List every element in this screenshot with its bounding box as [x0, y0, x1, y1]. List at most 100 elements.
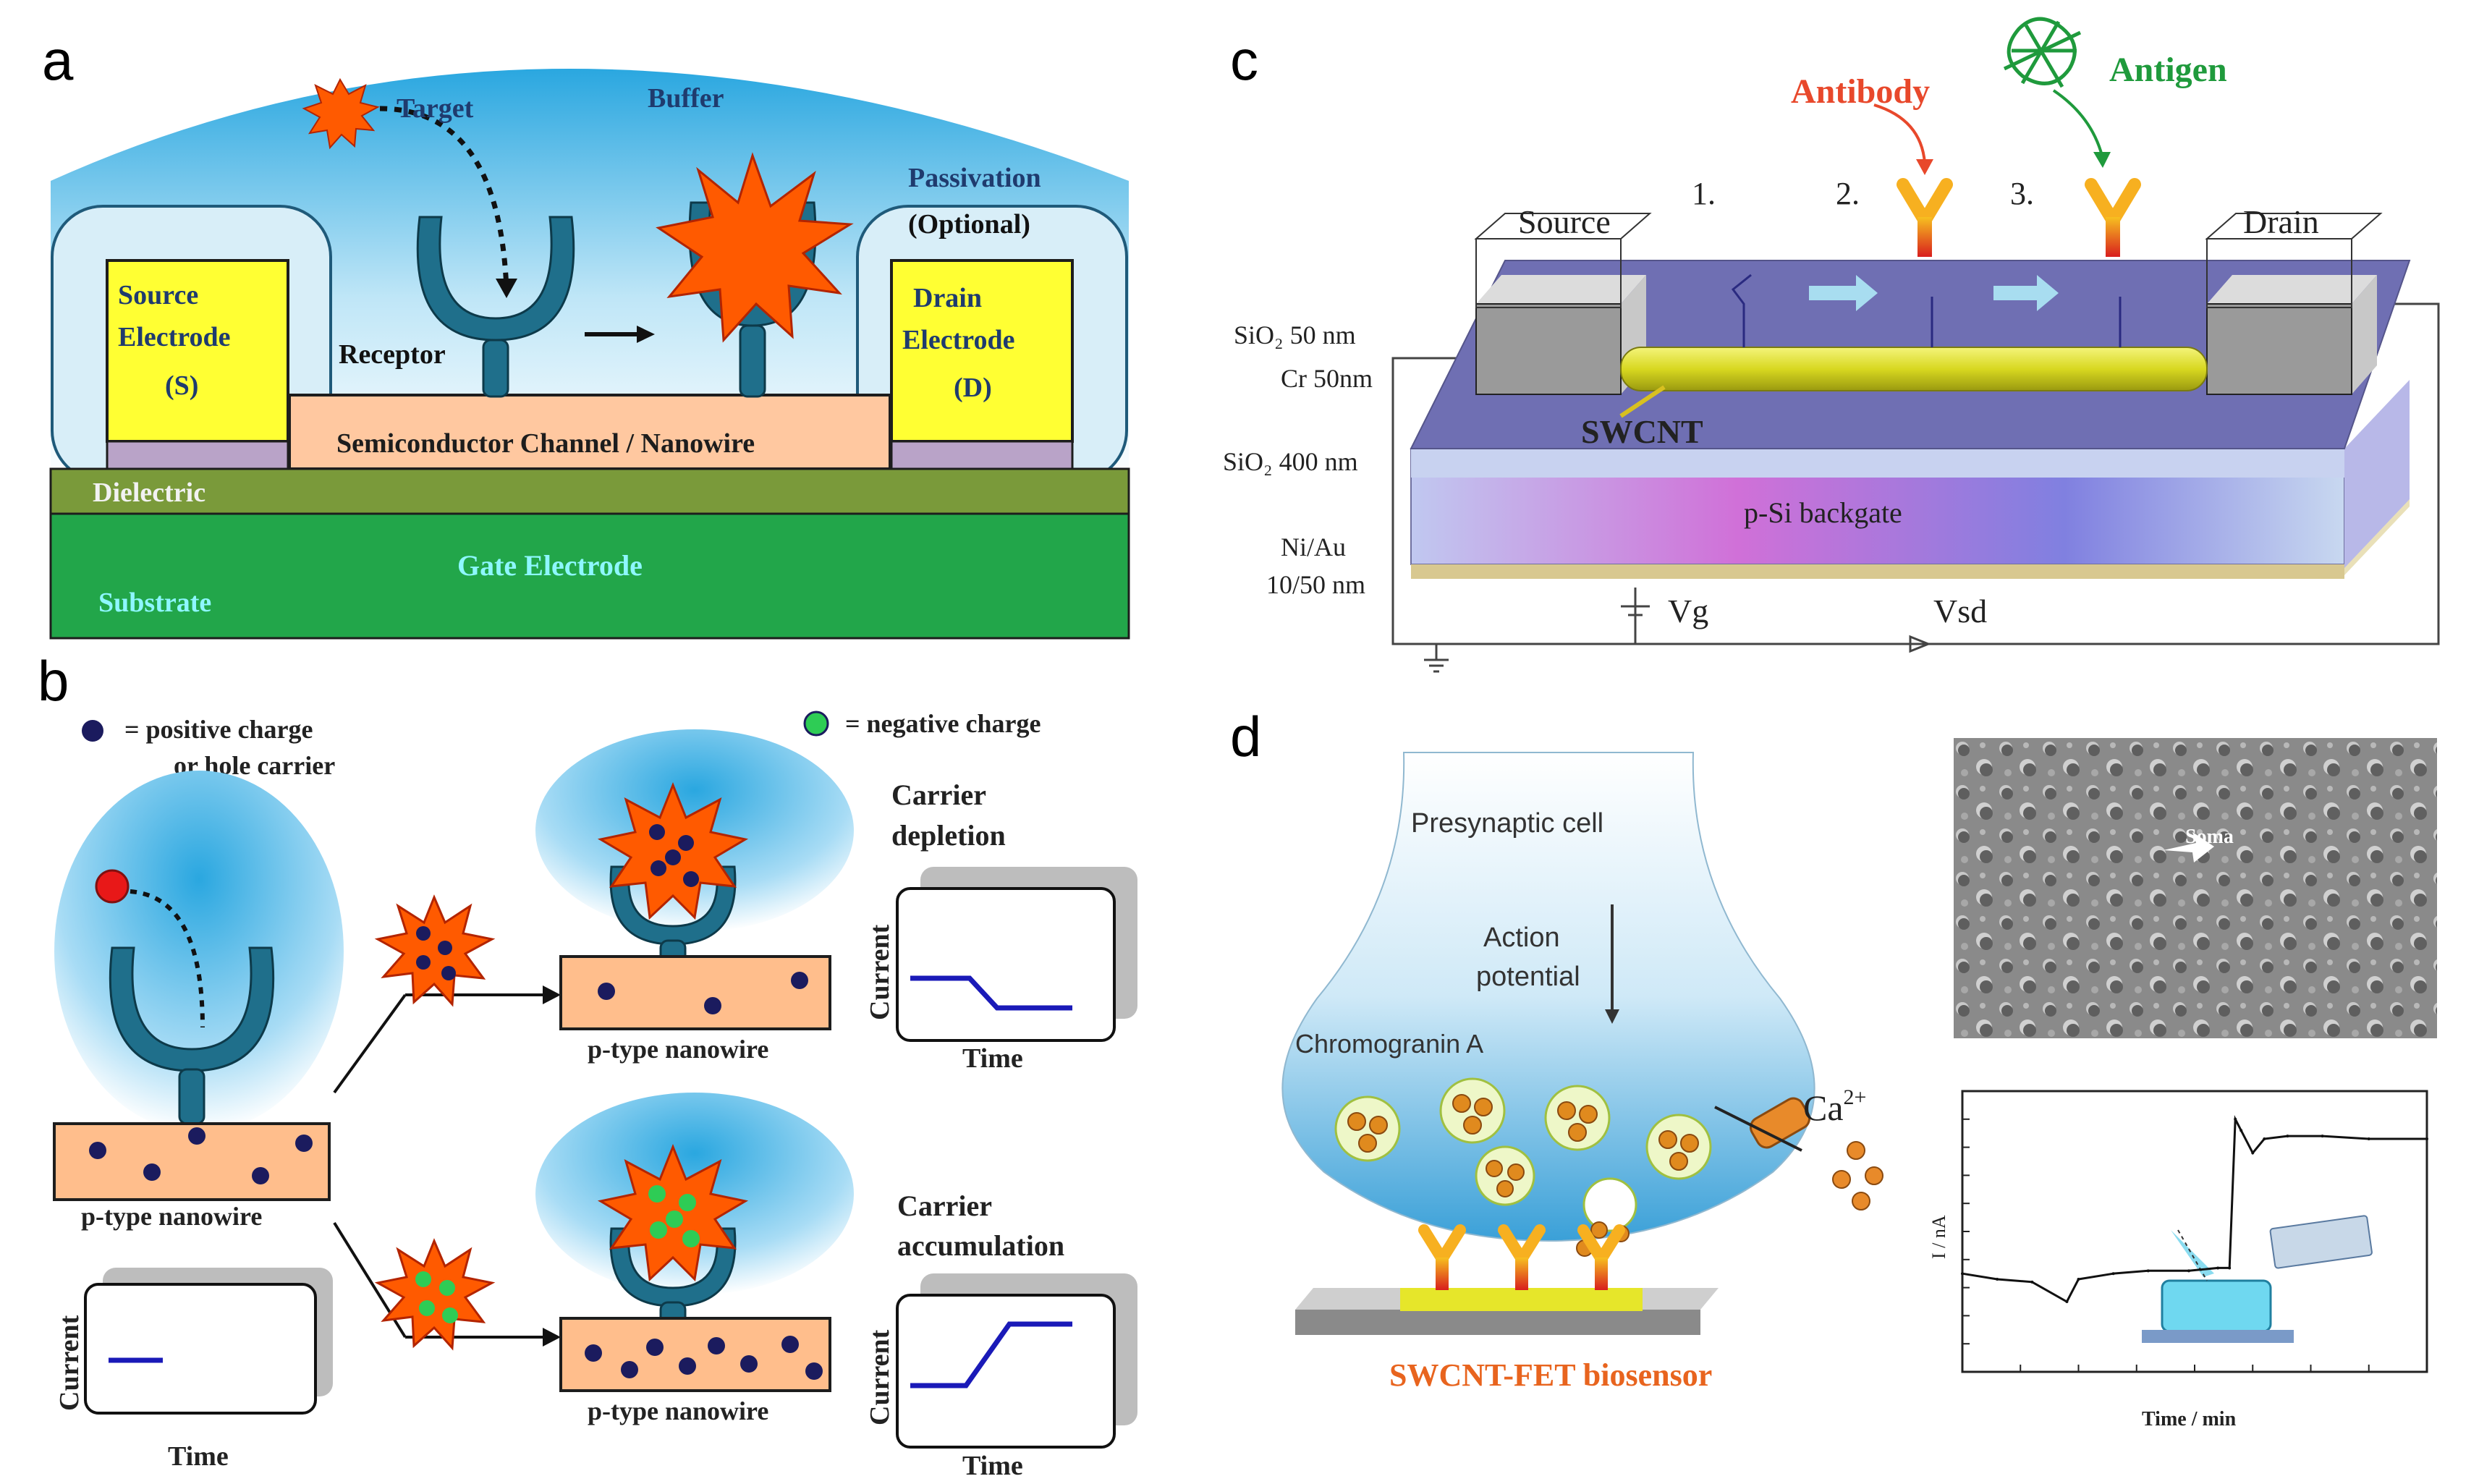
- negative-charge-icon: [803, 711, 829, 737]
- accumulation-time-label: Time: [962, 1451, 1023, 1481]
- dielectric-label: Dielectric: [93, 478, 205, 508]
- antigen-icon: [2003, 17, 2082, 88]
- action-potential-head: [1605, 1009, 1619, 1024]
- chart-point: [2187, 1269, 2190, 1273]
- accumulation-nanowire: [559, 1317, 831, 1392]
- chart-point: [2111, 1272, 2115, 1276]
- lower-arrowhead: [543, 1328, 561, 1347]
- chart-point: [2367, 1137, 2370, 1140]
- drain-symbol: (D): [954, 373, 992, 403]
- source-symbol: (S): [165, 370, 198, 401]
- antigen-pointer-head: [2093, 152, 2111, 168]
- depletion-current-label: Current: [865, 924, 895, 1020]
- reaction-arrowhead: [637, 326, 655, 343]
- left-nanowire-label: p-type nanowire: [81, 1202, 262, 1231]
- swcnt-tube: [1620, 347, 2208, 391]
- receptor-label: Receptor: [339, 339, 446, 370]
- antibody-icon-1: [1897, 178, 1953, 257]
- source-electrode-label: Electrode: [118, 322, 230, 352]
- circuit-wire: [1391, 302, 2440, 645]
- panel-d-letter: d: [1230, 705, 1261, 768]
- left-current-label: Current: [54, 1315, 85, 1411]
- antibody-pointer-head: [1916, 159, 1933, 175]
- chart-point: [2251, 1151, 2255, 1155]
- drain-electrode: [890, 259, 1074, 443]
- chart-point: [2321, 1135, 2324, 1138]
- step-arrow-2: [1993, 275, 2059, 311]
- panel-c-letter: c: [1230, 28, 1258, 92]
- linker-molecules: [1731, 274, 2122, 347]
- upper-branch-line: [333, 993, 407, 1094]
- antibody-icon-2: [2085, 178, 2141, 257]
- left-receptor-icon: [109, 946, 275, 1125]
- left-time-label: Time: [168, 1441, 229, 1472]
- gate-label: Gate Electrode: [457, 549, 643, 582]
- semiconductor-channel: [288, 394, 891, 470]
- positive-charge-icon: [82, 720, 103, 742]
- panel-b: b = positive charge or hole carrier = ne…: [38, 649, 1137, 1481]
- source-label: Source: [1518, 203, 1611, 240]
- source-pad: [106, 440, 289, 470]
- substrate-label: Substrate: [98, 588, 211, 618]
- chart-ticks: [1962, 1090, 2428, 1373]
- depletion-carriers: [598, 972, 808, 1014]
- positive-target-icon: [374, 894, 496, 1007]
- chart-series-line: [1962, 1115, 2427, 1304]
- accumulation-carriers: [585, 1336, 823, 1380]
- depletion-nanowire-label: p-type nanowire: [588, 1035, 768, 1064]
- calcium-charge: 2+: [1844, 1085, 1867, 1109]
- depletion-current-graph: [896, 887, 1116, 1042]
- chart-y-label: I / nA: [1928, 1215, 1949, 1259]
- step-1-label: 1.: [1692, 176, 1716, 211]
- chromogranin-label: Chromogranin A: [1295, 1029, 1483, 1059]
- accumulation-current-label: Current: [865, 1329, 895, 1425]
- biosensor-label: SWCNT-FET biosensor: [1389, 1357, 1712, 1393]
- source-electrode: [106, 259, 289, 443]
- bound-receptor-icon: [656, 152, 854, 398]
- sensor-antibodies: [1418, 1224, 1625, 1290]
- chart-point: [2146, 1269, 2150, 1273]
- panel-d: d Presynaptic cell Action potential Chro…: [1230, 705, 2437, 1430]
- sensor-base: [1295, 1310, 1700, 1335]
- vsd-arrow: [1909, 635, 1932, 653]
- chart-x-label: Time / min: [2142, 1408, 2237, 1430]
- current-trace-chart: I / nA Time / min: [1928, 1090, 2428, 1430]
- target-icon: [302, 77, 380, 150]
- panel-a-letter: a: [42, 28, 74, 92]
- chart-point: [2228, 1266, 2232, 1270]
- negative-target-icon: [374, 1238, 496, 1351]
- step-3-label: 3.: [2010, 176, 2034, 211]
- chart-points: [1961, 1117, 2428, 1303]
- chart-inset-icon: [2142, 1215, 2373, 1343]
- drain-block: [2205, 213, 2383, 395]
- chart-point: [1996, 1277, 1999, 1281]
- calcium-channel-icon: [1714, 1097, 1883, 1210]
- target-label: Target: [397, 93, 474, 124]
- panel-b-letter: b: [38, 649, 69, 713]
- swcnt-pointer: [1619, 385, 1666, 418]
- passivation-label: Passivation: [908, 163, 1041, 193]
- drain-label: Drain: [913, 283, 982, 313]
- chart-point: [2263, 1137, 2266, 1140]
- dielectric-layer: [49, 467, 1130, 515]
- action-potential-1: Action: [1483, 923, 1560, 953]
- chart-point: [2239, 1129, 2243, 1132]
- sem-image: [1954, 738, 2437, 1038]
- gate-electrode: [49, 512, 1130, 640]
- positive-legend-1: = positive charge: [124, 715, 313, 744]
- buffer-label: Buffer: [648, 83, 724, 114]
- antibody-pointer-arrow: [1873, 103, 1926, 164]
- chart-point: [2216, 1266, 2220, 1270]
- binding-arrowhead: [496, 279, 517, 298]
- swcnt-label: SWCNT: [1581, 413, 1703, 450]
- chart-point: [2065, 1300, 2069, 1303]
- accumulation-title-2: accumulation: [897, 1229, 1064, 1262]
- sio2-400-layer: [1411, 449, 2344, 478]
- antigen-label: Antigen: [2109, 51, 2227, 89]
- calcium-label: Ca2+: [1803, 1085, 1866, 1128]
- sio2-400-label: SiO₂ 400 nm: [1223, 447, 1358, 476]
- drain-electrode-label: Electrode: [902, 325, 1014, 355]
- niau-layer: [1411, 564, 2344, 579]
- optional-label: (Optional): [908, 209, 1030, 239]
